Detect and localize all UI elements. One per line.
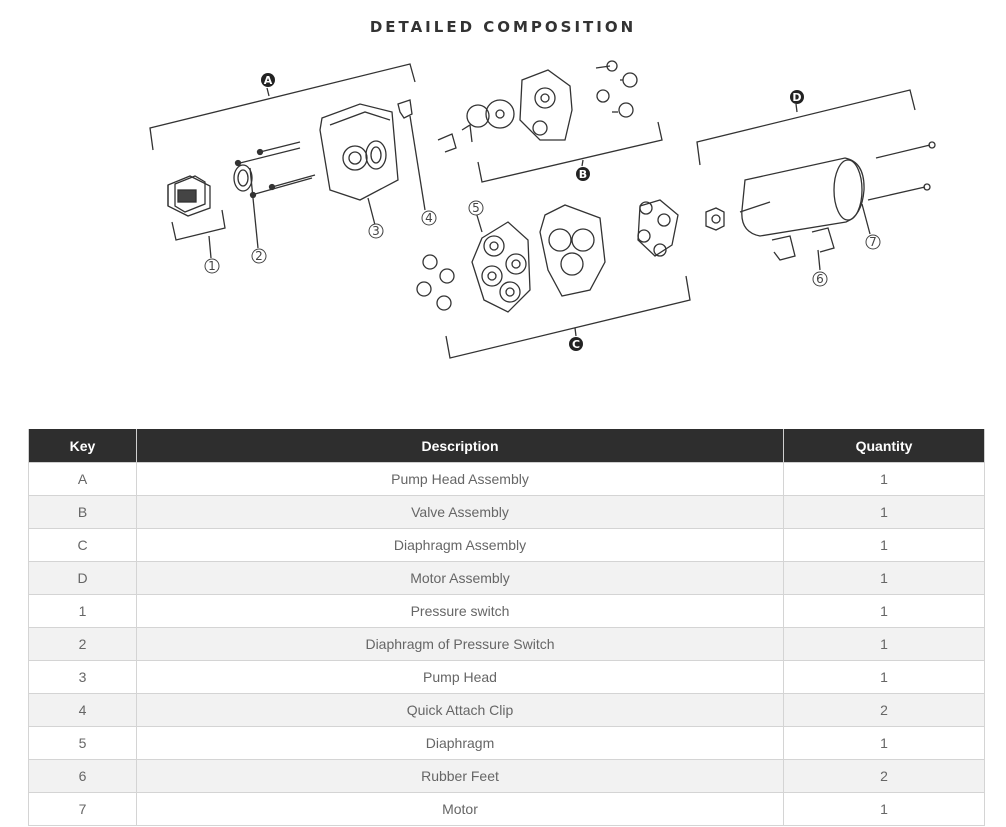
table-row: 6 Rubber Feet 2: [28, 759, 985, 793]
bolts-a: [234, 141, 316, 199]
table-row: 2 Diaphragm of Pressure Switch 1: [28, 627, 985, 661]
quick-attach-clip-part: [397, 99, 473, 211]
svg-text:3: 3: [372, 224, 380, 238]
table-row: 4 Quick Attach Clip 2: [28, 693, 985, 727]
cell-description: Motor: [136, 792, 784, 826]
cell-description: Valve Assembly: [136, 495, 784, 529]
callout-1: 1: [204, 258, 220, 274]
svg-text:1: 1: [208, 259, 216, 273]
cell-quantity: 1: [783, 462, 985, 496]
cell-key: 6: [28, 759, 137, 793]
diagram-title: DETAILED COMPOSITION: [369, 18, 637, 36]
svg-text:D: D: [792, 91, 801, 104]
table-row: C Diaphragm Assembly 1: [28, 528, 985, 562]
callout-5: 5: [468, 200, 484, 216]
cell-description: Diaphragm of Pressure Switch: [136, 627, 784, 661]
cell-description: Quick Attach Clip: [136, 693, 784, 727]
exploded-view-diagram: A B C D 1 2 3 4 5: [149, 60, 936, 359]
table-header-row: Key Description Quantity: [28, 429, 985, 463]
svg-text:C: C: [572, 338, 580, 351]
cell-quantity: 1: [783, 792, 985, 826]
column-header-description: Description: [136, 429, 784, 463]
table-row: 1 Pressure switch 1: [28, 594, 985, 628]
cell-quantity: 2: [783, 693, 985, 727]
svg-text:5: 5: [472, 201, 480, 215]
cell-quantity: 1: [783, 561, 985, 595]
parts-table: Key Description Quantity A Pump Head Ass…: [28, 429, 985, 826]
svg-text:2: 2: [255, 249, 263, 263]
bracket-c: [445, 275, 691, 359]
cell-key: 3: [28, 660, 137, 694]
callout-2: 2: [251, 248, 267, 264]
cell-description: Pump Head Assembly: [136, 462, 784, 496]
cell-quantity: 1: [783, 495, 985, 529]
table-row: 3 Pump Head 1: [28, 660, 985, 694]
cell-quantity: 1: [783, 660, 985, 694]
pump-head-part: [319, 103, 399, 226]
cell-key: 4: [28, 693, 137, 727]
cell-key: D: [28, 561, 137, 595]
table-row: B Valve Assembly 1: [28, 495, 985, 529]
cell-quantity: 1: [783, 594, 985, 628]
cell-key: 7: [28, 792, 137, 826]
callout-6: 6: [812, 271, 828, 287]
cell-quantity: 1: [783, 627, 985, 661]
callout-b: B: [576, 167, 590, 181]
bracket-d: [696, 89, 916, 166]
cell-quantity: 2: [783, 759, 985, 793]
cell-key: C: [28, 528, 137, 562]
cell-description: Diaphragm Assembly: [136, 528, 784, 562]
pressure-switch-part: [167, 175, 211, 217]
bracket-b: [477, 121, 663, 183]
callout-3: 3: [368, 223, 384, 239]
svg-text:B: B: [579, 168, 587, 181]
valve-assembly-part: [466, 60, 638, 141]
cell-description: Motor Assembly: [136, 561, 784, 595]
table-row: D Motor Assembly 1: [28, 561, 985, 595]
svg-text:6: 6: [816, 272, 824, 286]
table-row: 7 Motor 1: [28, 792, 985, 826]
cell-quantity: 1: [783, 528, 985, 562]
column-header-quantity: Quantity: [783, 429, 985, 463]
bracket-a: [149, 63, 416, 151]
svg-text:A: A: [264, 74, 273, 87]
svg-text:7: 7: [869, 235, 877, 249]
callout-4: 4: [421, 210, 437, 226]
cell-quantity: 1: [783, 726, 985, 760]
table-row: 5 Diaphragm 1: [28, 726, 985, 760]
cell-description: Diaphragm: [136, 726, 784, 760]
motor-assembly-part: [705, 141, 936, 271]
cell-description: Pump Head: [136, 660, 784, 694]
callout-7: 7: [865, 234, 881, 250]
callout-d: D: [790, 90, 804, 104]
diaphragm-assembly-part: [416, 199, 679, 313]
svg-text:4: 4: [425, 211, 433, 225]
cell-description: Rubber Feet: [136, 759, 784, 793]
table-row: A Pump Head Assembly 1: [28, 462, 985, 496]
cell-description: Pressure switch: [136, 594, 784, 628]
pressure-switch-diaphragm-part: [233, 164, 259, 249]
cell-key: 5: [28, 726, 137, 760]
cell-key: A: [28, 462, 137, 496]
cell-key: 2: [28, 627, 137, 661]
column-header-key: Key: [28, 429, 137, 463]
callout-c: C: [569, 337, 583, 351]
cell-key: B: [28, 495, 137, 529]
callout-a: A: [261, 73, 275, 87]
cell-key: 1: [28, 594, 137, 628]
